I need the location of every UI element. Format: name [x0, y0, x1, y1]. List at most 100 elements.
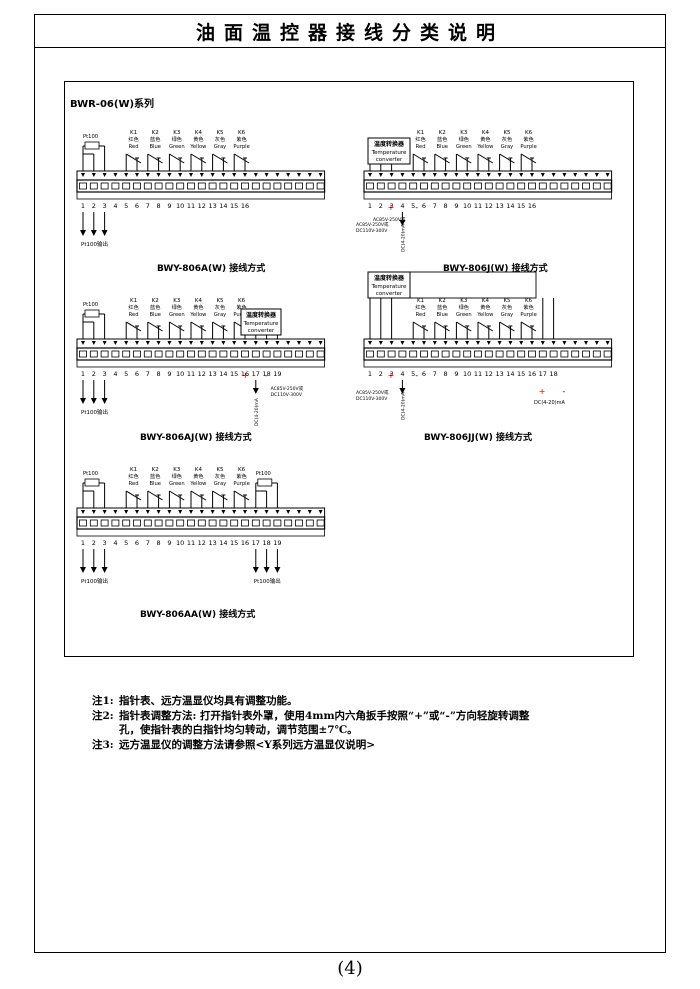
terminal-notch	[232, 341, 237, 345]
converter-label-en: converter	[376, 291, 403, 297]
switch-color-cn: 红色	[415, 135, 425, 143]
note-3: 注3: 远方温显仪的调整方法请参照<Y系列远方温显仪说明>	[92, 738, 612, 753]
terminal-number: 6	[135, 539, 139, 547]
supply-label: DC110V-300V	[356, 396, 388, 402]
converter-box-aj	[240, 308, 282, 336]
terminal-notch	[189, 341, 193, 345]
terminal-notch	[286, 510, 291, 514]
terminal-notch	[519, 173, 524, 177]
terminal-screw	[122, 350, 131, 358]
switch-color-cn: 蓝色	[150, 303, 160, 311]
pt100-label: Pt100	[83, 134, 98, 140]
terminal-notch	[465, 173, 470, 177]
terminal-number: 17	[539, 370, 547, 378]
terminal-screw	[316, 182, 325, 190]
terminal-screw	[89, 182, 98, 190]
switch-k-label: K3	[173, 130, 181, 136]
terminal-number: 8	[444, 202, 448, 210]
converter-box-j	[367, 137, 411, 165]
note-text: 远方温显仪的调整方法请参照<Y系列远方温显仪说明>	[119, 738, 376, 751]
terminal-screw	[111, 519, 120, 527]
note-prefix: 注3:	[92, 738, 114, 751]
terminal-number: 4	[113, 539, 117, 547]
converter-label-en: converter	[376, 157, 403, 163]
terminal-screw	[420, 350, 428, 358]
terminal-strip	[76, 347, 326, 361]
terminal-notch	[91, 341, 96, 345]
terminal-screw	[176, 350, 185, 358]
terminal-screw	[495, 182, 504, 190]
terminal-screw	[251, 519, 260, 527]
terminal-screw	[430, 350, 439, 358]
minus-sign: -	[562, 387, 565, 396]
switch-k-label: K2	[152, 298, 159, 304]
terminal-number: 11	[474, 202, 482, 210]
terminal-notch	[275, 341, 280, 345]
terminal-number: 9	[454, 202, 458, 210]
terminal-notch	[389, 341, 394, 345]
terminal-screw	[208, 182, 217, 190]
output-arrowhead	[80, 398, 86, 404]
switch-color-cn: 黄色	[480, 303, 490, 311]
terminal-number: 3	[103, 539, 107, 547]
terminal-notch	[465, 341, 470, 345]
output-arrowhead	[101, 230, 108, 236]
terminal-number: 12	[198, 202, 206, 210]
terminal-screw	[187, 519, 195, 527]
terminal-notch	[156, 510, 161, 514]
terminal-number: 12	[485, 370, 493, 378]
terminal-number: 1	[368, 202, 372, 210]
terminal-number: 8	[157, 202, 161, 210]
note-text: 孔，使指针表的白指针均匀转动，调节范围±7℃。	[119, 724, 358, 736]
switch-blade	[456, 153, 472, 164]
switch-color-en: Red	[129, 144, 139, 150]
switch-k-label: K4	[195, 298, 203, 304]
terminal-screw	[463, 182, 472, 190]
current-label: DC(4-20)mA	[400, 223, 406, 252]
terminal-number: 14	[506, 202, 514, 210]
terminal-strip-base	[76, 191, 326, 200]
switch-color-cn: 黄色	[480, 135, 490, 143]
plus-sign: +	[388, 203, 395, 212]
switch-blade	[233, 153, 250, 164]
terminal-number: 7	[433, 370, 437, 378]
switch-color-cn: 紫色	[236, 303, 246, 311]
switch-k-label: K2	[152, 130, 159, 136]
switch-color-en: Gray	[214, 312, 226, 318]
terminal-notch	[135, 510, 139, 514]
terminal-number: 13	[208, 539, 216, 547]
terminal-notch	[400, 341, 405, 345]
terminal-notch	[573, 341, 578, 345]
switch-blade	[412, 153, 429, 164]
notes-section: 注1: 指针表、远方温显仪均具有调整功能。 注2: 指针表调整方法: 打开指针表…	[92, 694, 612, 752]
switch-color-en: Blue	[149, 481, 160, 487]
title-bar: 油面温控器接线分类说明	[35, 15, 665, 48]
terminal-number: 15	[230, 202, 238, 210]
terminal-notch	[368, 173, 372, 177]
terminal-screw	[592, 350, 601, 358]
terminal-notch	[156, 341, 161, 345]
terminal-number: 17	[252, 539, 260, 547]
switch-blade	[147, 321, 163, 332]
terminal-number: 5	[124, 370, 128, 378]
terminal-notch	[113, 341, 118, 345]
page-title: 油面温控器接线分类说明	[195, 21, 504, 44]
switch-color-en: Gray	[501, 144, 513, 150]
switch-blade	[212, 321, 228, 332]
terminal-notch	[81, 341, 85, 345]
switch-k-label: K2	[439, 130, 446, 136]
terminal-screw	[219, 350, 228, 358]
terminal-screw	[560, 350, 569, 358]
supply-label: DC110V-300V	[356, 228, 388, 234]
page-frame: 油面温控器接线分类说明	[34, 14, 666, 953]
switch-k-label: K4	[482, 130, 490, 136]
terminal-screw	[251, 350, 260, 358]
pt100-label: Pt100	[256, 471, 271, 477]
terminal-number: 6	[422, 370, 426, 378]
switch-color-en: Purple	[233, 481, 249, 487]
terminal-number: 6	[135, 202, 139, 210]
switch-k-label: K6	[525, 298, 533, 304]
terminal-notch	[210, 173, 215, 177]
terminal-number: 9	[454, 370, 458, 378]
terminal-number: 7	[146, 202, 150, 210]
